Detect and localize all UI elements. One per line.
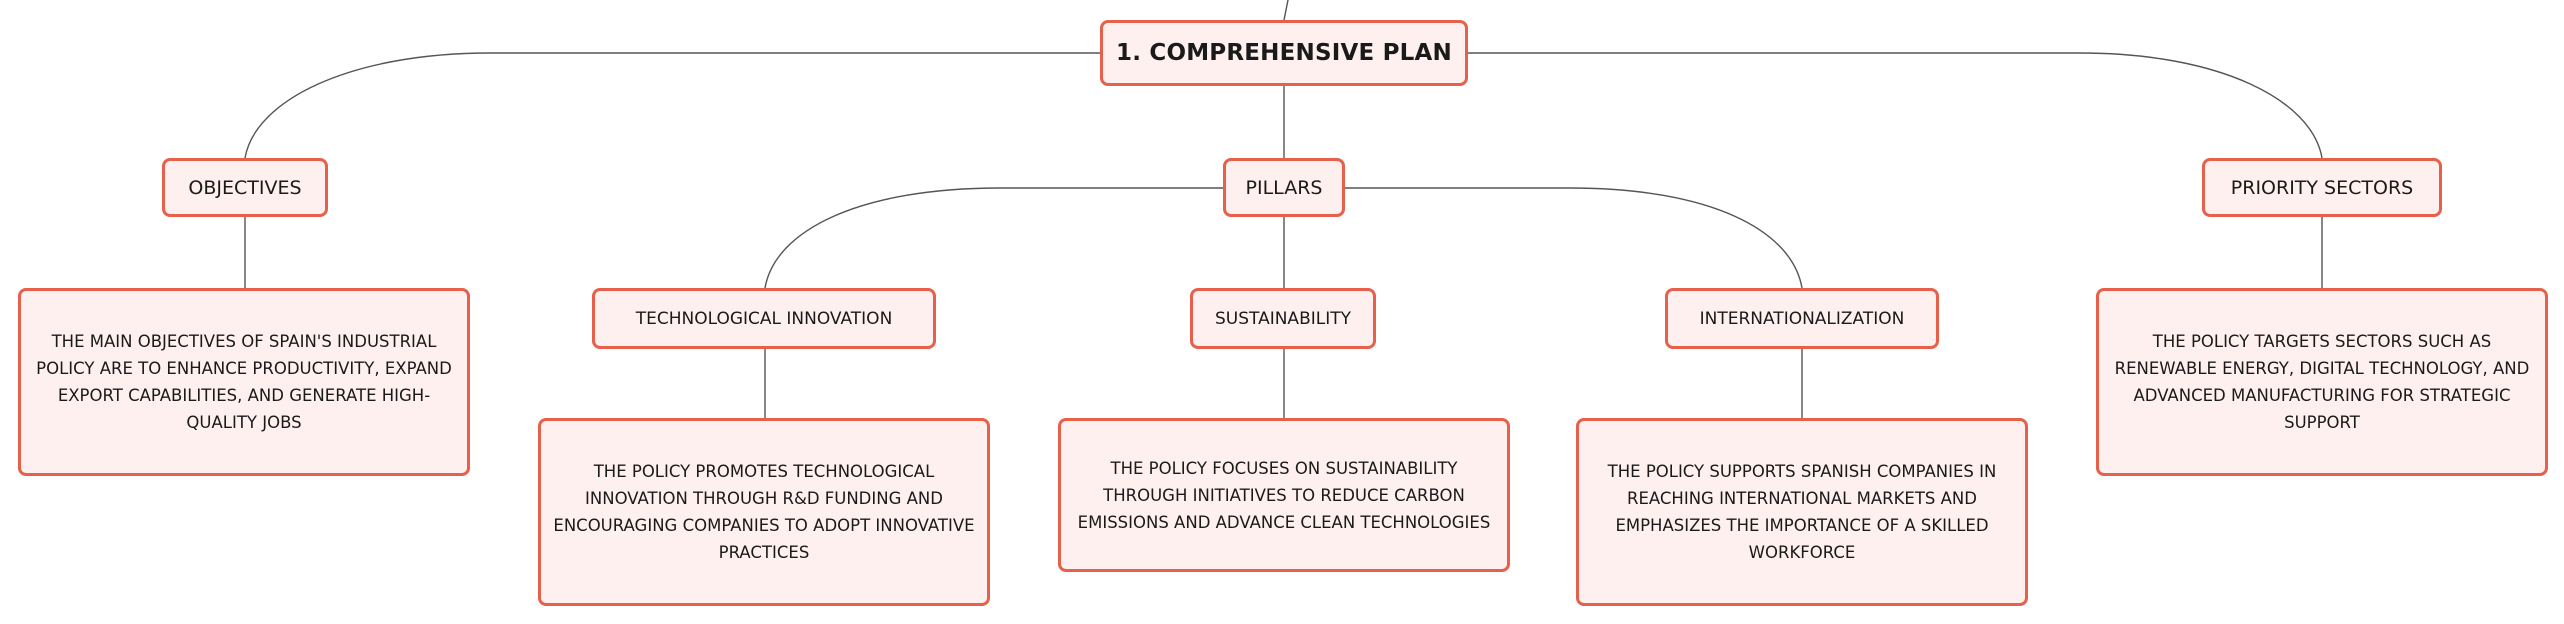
detail-technological-innovation[interactable]: THE POLICY PROMOTES TECHNOLOGICAL INNOVA… bbox=[538, 418, 990, 606]
node-internationalization[interactable]: INTERNATIONALIZATION bbox=[1665, 288, 1939, 349]
node-technological-innovation[interactable]: TECHNOLOGICAL INNOVATION bbox=[592, 288, 936, 349]
node-sustainability[interactable]: SUSTAINABILITY bbox=[1190, 288, 1376, 349]
detail-internationalization[interactable]: THE POLICY SUPPORTS SPANISH COMPANIES IN… bbox=[1576, 418, 2028, 606]
connector-root-priority bbox=[1468, 52, 2323, 159]
connector-root-objectives bbox=[244, 52, 1100, 159]
connector-pillars-tech bbox=[764, 187, 1223, 289]
node-priority-sectors[interactable]: PRIORITY SECTORS bbox=[2202, 158, 2442, 217]
detail-priority-sectors[interactable]: THE POLICY TARGETS SECTORS SUCH AS RENEW… bbox=[2096, 288, 2548, 476]
detail-sustainability[interactable]: THE POLICY FOCUSES ON SUSTAINABILITY THR… bbox=[1058, 418, 1510, 572]
node-pillars[interactable]: PILLARS bbox=[1223, 158, 1345, 217]
connector-pillars-international bbox=[1345, 187, 1803, 289]
node-objectives[interactable]: OBJECTIVES bbox=[162, 158, 328, 217]
detail-objectives[interactable]: THE MAIN OBJECTIVES OF SPAIN'S INDUSTRIA… bbox=[18, 288, 470, 476]
connector-root-parent bbox=[1283, 0, 1289, 21]
node-root-comprehensive-plan[interactable]: 1. COMPREHENSIVE PLAN bbox=[1100, 20, 1468, 86]
